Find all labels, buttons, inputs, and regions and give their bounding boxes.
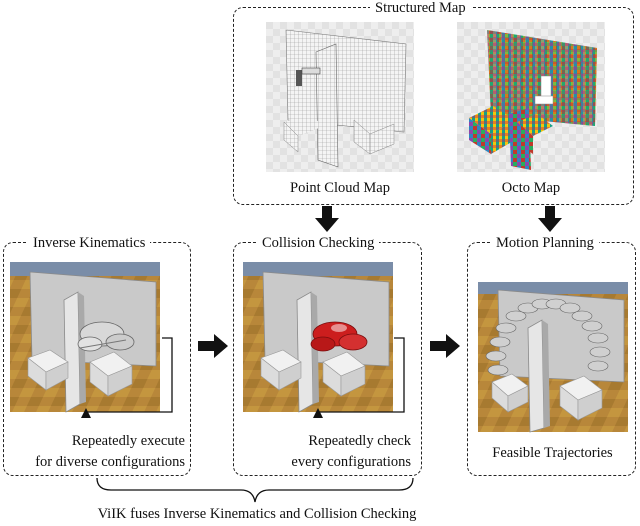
right-arrow-ik-to-cc-icon: [198, 334, 228, 358]
right-arrow-cc-to-mp-icon: [430, 334, 460, 358]
motion-planning-scene-image: [478, 282, 628, 433]
octo-map-caption: Octo Map: [501, 180, 561, 196]
motion-planning-title: Motion Planning: [491, 235, 599, 251]
ik-note-line1: Repeatedly execute: [71, 433, 185, 449]
down-arrow-octo-icon: [538, 206, 562, 232]
cc-note-line2: every configurations: [291, 454, 411, 470]
cc-note-line1: Repeatedly check: [308, 433, 411, 449]
inverse-kinematics-scene-image: [10, 262, 160, 413]
inverse-kinematics-title: Inverse Kinematics: [28, 235, 151, 251]
collision-checking-title: Collision Checking: [257, 235, 380, 251]
point-cloud-map-image: [266, 22, 414, 172]
point-cloud-map-caption: Point Cloud Map: [290, 180, 390, 196]
bottom-brace-icon: [96, 477, 414, 503]
octo-map-image: [457, 22, 605, 172]
ik-loop-arrow-icon: [81, 337, 173, 418]
collision-checking-scene-image: [243, 262, 393, 413]
down-arrow-point-cloud-icon: [315, 206, 339, 232]
structured-map-title: Structured Map: [370, 0, 471, 16]
cc-loop-arrow-icon: [313, 337, 405, 418]
bottom-caption: ViIK fuses Inverse Kinematics and Collis…: [97, 506, 417, 522]
motion-planning-caption: Feasible Trajectories: [492, 445, 613, 461]
ik-note-line2: for diverse configurations: [35, 454, 185, 470]
